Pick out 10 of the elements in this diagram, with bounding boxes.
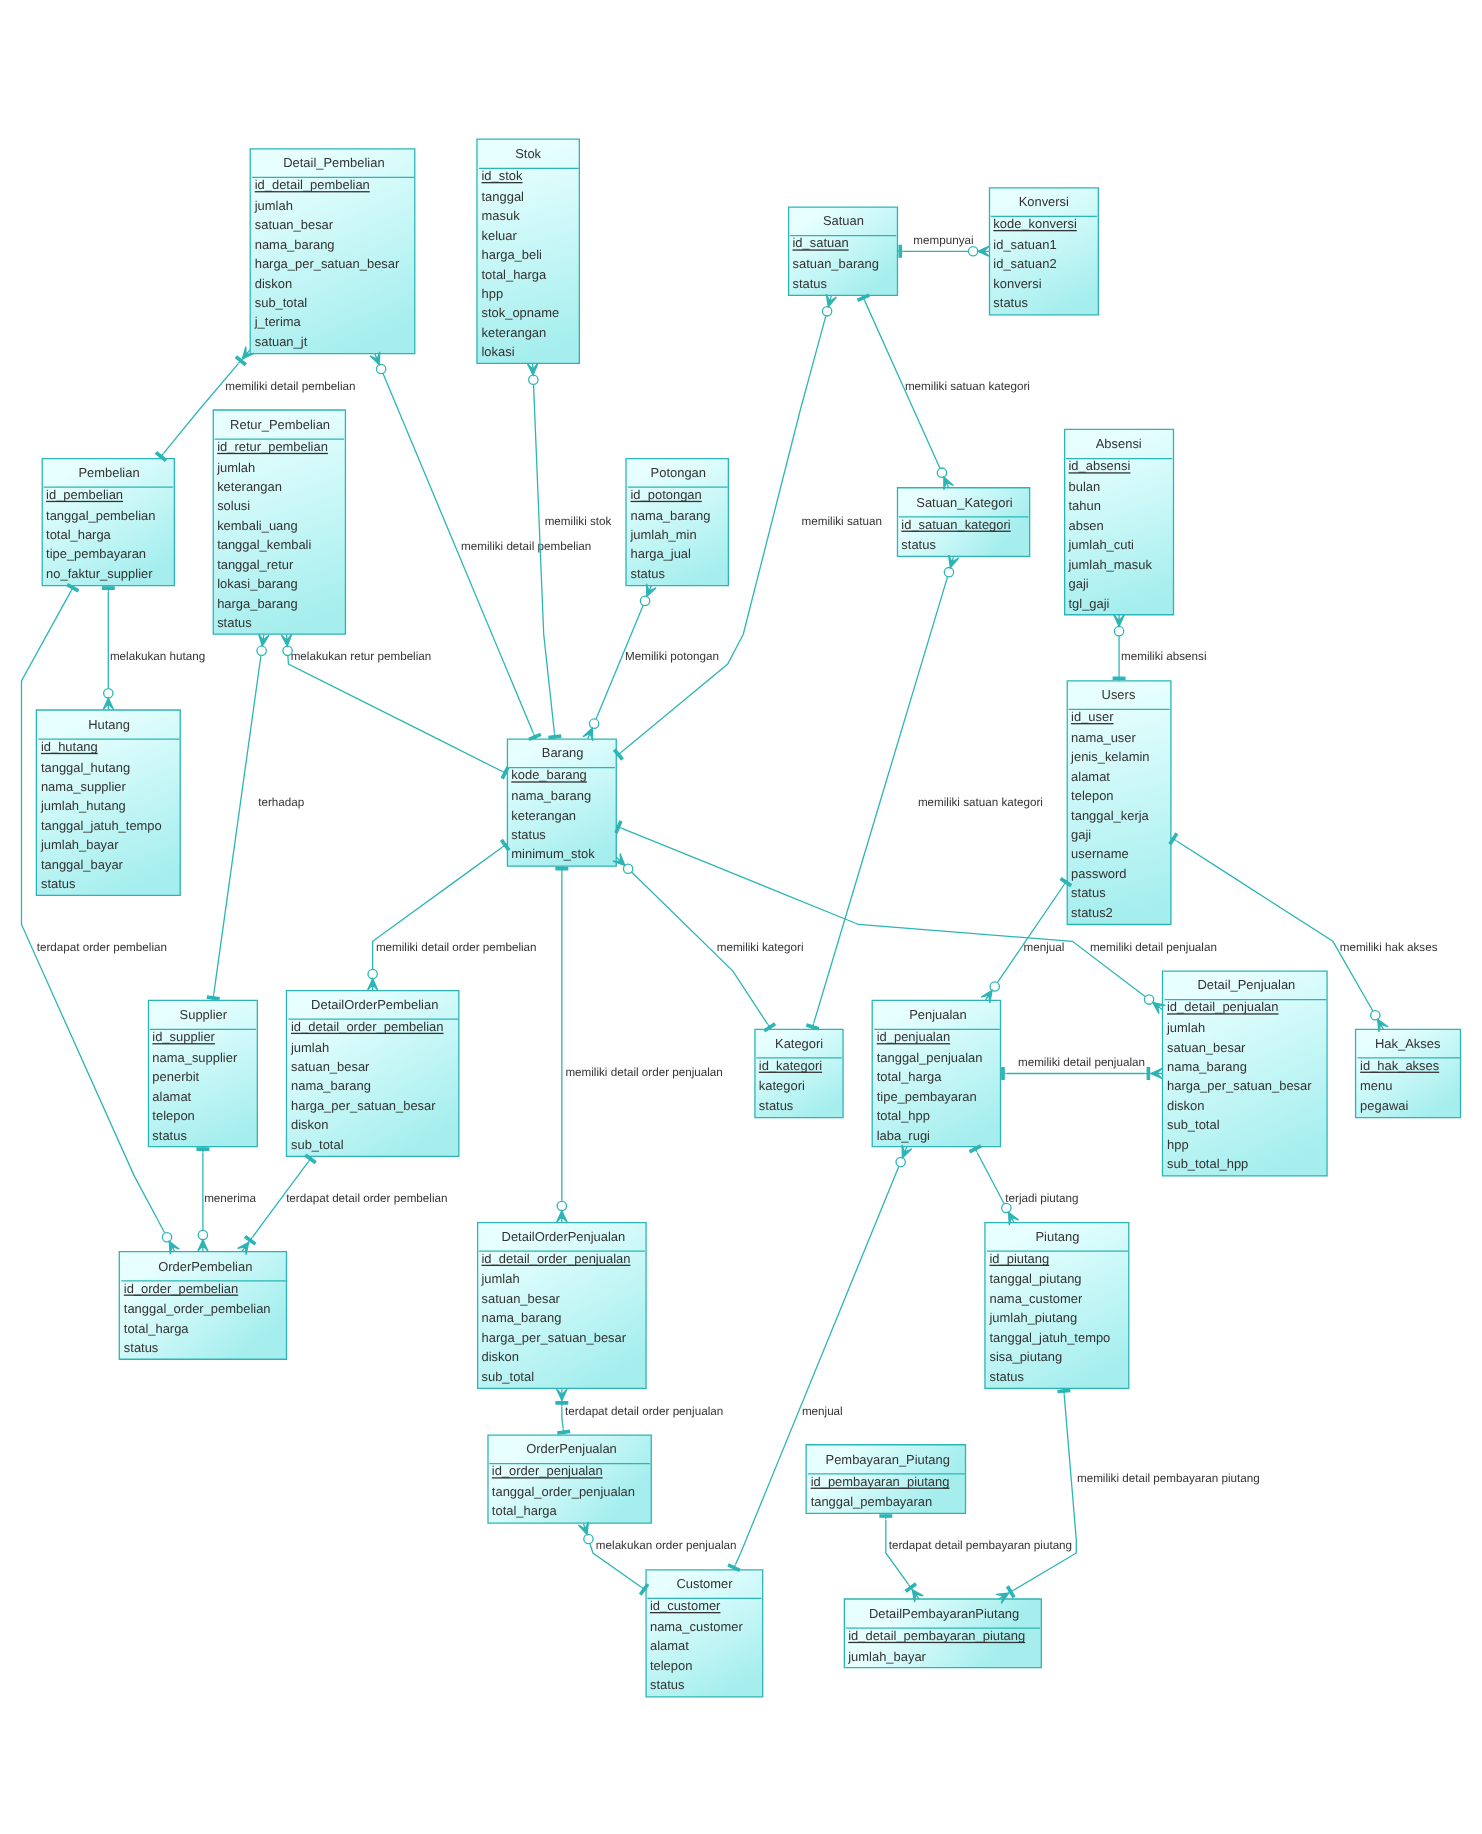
connector xyxy=(577,1520,650,1595)
connector xyxy=(980,875,1073,1003)
connector xyxy=(727,1143,913,1571)
connector xyxy=(614,819,1166,1014)
connector xyxy=(805,553,960,1030)
connector xyxy=(582,582,657,741)
connector xyxy=(366,837,511,991)
connector xyxy=(612,851,777,1032)
connector xyxy=(196,1145,210,1252)
connector xyxy=(1112,613,1126,681)
